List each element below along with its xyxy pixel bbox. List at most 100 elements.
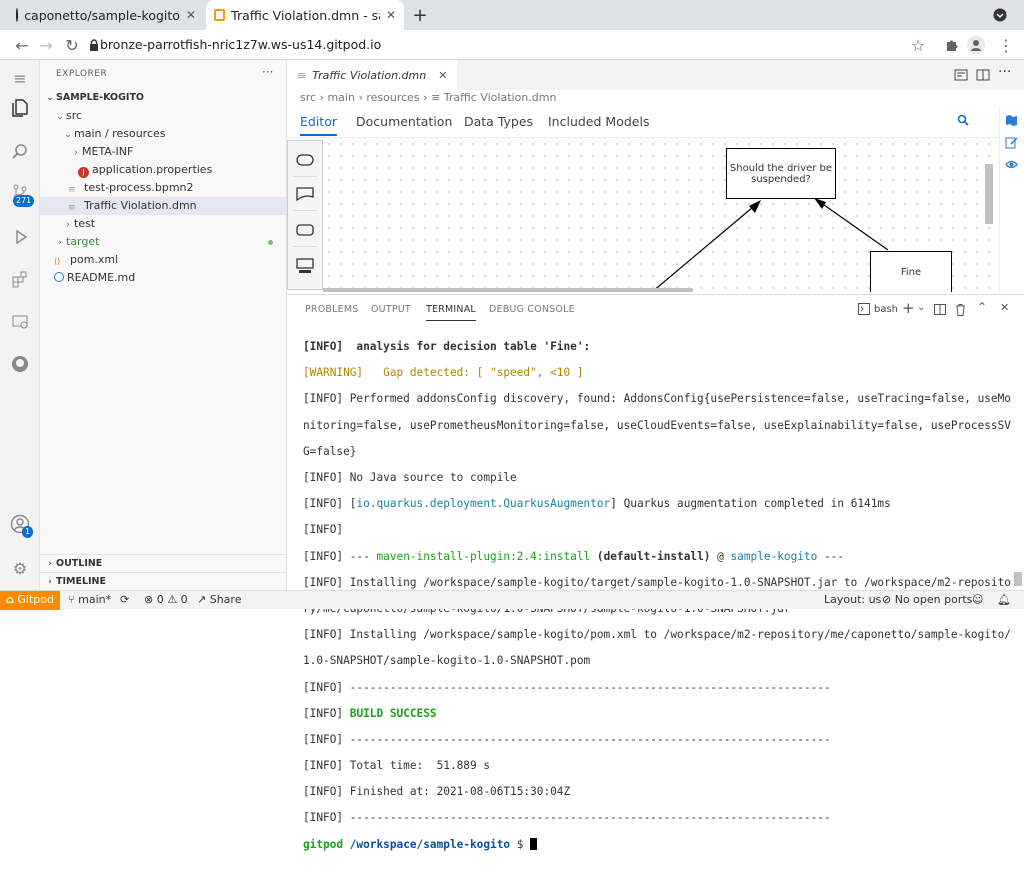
explorer-icon[interactable] — [8, 96, 32, 120]
activity-bar: ≡ 271 1 ⚙ — [0, 60, 40, 590]
explorer-more-icon[interactable]: ··· — [262, 65, 274, 79]
sync-icon[interactable]: ⟳ — [120, 593, 130, 606]
editor-tab-dmn[interactable]: ≡ Traffic Violation.dmn ✕ — [287, 60, 458, 90]
menu-icon[interactable]: ⋮ — [998, 35, 1014, 55]
dmn-canvas[interactable]: Should the driver be suspended? Fine — [323, 138, 993, 292]
tab-documentation[interactable]: Documentation — [356, 114, 453, 129]
dmn-file-icon: ≡ — [297, 68, 307, 82]
tab-search-icon[interactable] — [990, 5, 1010, 25]
reload-icon[interactable]: ↻ — [65, 35, 79, 55]
tab-terminal[interactable]: TERMINAL — [426, 304, 476, 321]
palette-input-icon[interactable] — [293, 213, 317, 247]
edit-properties-icon[interactable] — [1005, 136, 1018, 152]
profile-icon[interactable] — [966, 35, 986, 55]
notifications-icon[interactable]: 🔔︎ — [997, 593, 1011, 606]
file-icon: ≡ — [68, 185, 76, 195]
terminal-line: [WARNING] Gap detected: [ "speed", <10 ] — [303, 366, 584, 380]
extensions-icon[interactable] — [942, 35, 962, 55]
trash-icon[interactable] — [955, 304, 966, 319]
tab-debug-console[interactable]: DEBUG CONSOLE — [489, 304, 575, 315]
new-tab-button[interactable]: + — [412, 4, 428, 26]
tab-editor[interactable]: Editor — [300, 114, 337, 136]
browser-tab-dmn[interactable]: Traffic Violation.dmn - sam ✕ — [206, 0, 404, 30]
search-icon[interactable] — [8, 140, 32, 164]
github-view-icon[interactable] — [8, 352, 32, 376]
palette-decision-icon[interactable] — [293, 143, 317, 177]
breadcrumb-item[interactable]: resources — [366, 91, 420, 104]
tree-label: target — [66, 235, 100, 248]
keyboard-layout[interactable]: Layout: us — [824, 593, 882, 606]
new-terminal-icon[interactable]: + — [902, 299, 915, 317]
open-preview-icon[interactable] — [954, 68, 968, 85]
canvas-h-scrollbar[interactable] — [323, 288, 693, 292]
tree-item-src[interactable]: ⌄src — [40, 107, 287, 125]
no-ports-icon: ⊘ — [882, 593, 892, 606]
editor-tab-bar: ≡ Traffic Violation.dmn ✕ ··· — [287, 60, 1024, 90]
tree-root[interactable]: ⌄SAMPLE-KOGITO — [40, 89, 287, 107]
more-actions-icon[interactable]: ··· — [998, 64, 1012, 80]
terminal-line: G=false} — [303, 444, 357, 458]
close-icon[interactable]: ✕ — [1000, 301, 1010, 314]
ports-indicator[interactable]: ⊘ No open ports — [882, 591, 972, 609]
eye-icon[interactable] — [1005, 158, 1018, 174]
tab-included-models[interactable]: Included Models — [548, 114, 650, 129]
tree-item-dmn[interactable]: ≡Traffic Violation.dmn — [40, 197, 287, 215]
tree-item-readme[interactable]: README.md — [40, 269, 287, 287]
search-icon[interactable] — [957, 114, 969, 129]
decision-node-suspension[interactable]: Should the driver be suspended? — [726, 148, 836, 199]
breadcrumb-item[interactable]: main — [327, 91, 355, 104]
outline-section[interactable]: ›OUTLINE — [40, 554, 287, 572]
tree-item-test[interactable]: ›test — [40, 215, 287, 233]
tab-problems[interactable]: PROBLEMS — [305, 304, 359, 315]
tree-item-pom[interactable]: ⟨⟩pom.xml — [40, 251, 287, 269]
settings-gear-icon[interactable]: ⚙ — [12, 558, 28, 578]
maximize-panel-icon[interactable]: ⌃ — [977, 300, 988, 314]
problems-indicator[interactable]: ⊗ 0 ⚠ 0 — [144, 591, 188, 609]
forward-icon[interactable]: → — [39, 35, 53, 55]
tab-output[interactable]: OUTPUT — [371, 304, 411, 315]
tree-item-target[interactable]: ›target — [40, 233, 287, 251]
timeline-section[interactable]: ›TIMELINE — [40, 572, 287, 590]
terminal-line: [INFO] — [303, 523, 344, 537]
star-icon[interactable]: ☆ — [910, 35, 926, 55]
map-icon[interactable] — [1005, 114, 1018, 130]
tab-data-types[interactable]: Data Types — [464, 114, 534, 129]
terminal-prompt[interactable]: gitpod /workspace/sample-kogito $ — [303, 837, 1003, 851]
tree-item-meta-inf[interactable]: ›META-INF — [40, 143, 287, 161]
split-terminal-icon[interactable] — [934, 304, 946, 318]
address-bar[interactable]: bronze-parrotfish-nric1z7w.ws-us14.gitpo… — [100, 37, 382, 52]
feedback-icon[interactable]: ☺ — [972, 593, 984, 606]
branch-indicator[interactable]: ⑂ main* — [68, 591, 111, 609]
palette-knowledge-icon[interactable] — [293, 177, 317, 211]
hamburger-icon[interactable]: ≡ — [13, 68, 27, 88]
split-editor-icon[interactable] — [976, 68, 990, 85]
gitpod-icon: ⌂ — [6, 593, 14, 606]
terminal-selector[interactable]: bash — [858, 303, 898, 315]
editor-tab-title: Traffic Violation.dmn — [312, 68, 427, 82]
info-icon — [54, 272, 64, 282]
browser-tab-github[interactable]: caponetto/sample-kogito ✕ — [8, 0, 204, 30]
remote-explorer-icon[interactable] — [8, 310, 32, 334]
run-debug-icon[interactable] — [8, 225, 32, 249]
terminal-line: [INFO] Installing /workspace/sample-kogi… — [303, 628, 1011, 642]
decision-node-fine[interactable]: Fine — [870, 251, 952, 292]
close-icon[interactable]: ✕ — [185, 8, 196, 22]
terminal-line: [INFO] [io.quarkus.deployment.QuarkusAug… — [303, 497, 891, 511]
terminal-scrollbar[interactable] — [1014, 572, 1022, 586]
gitpod-button[interactable]: ⌂ Gitpod — [0, 591, 60, 610]
breadcrumb-item[interactable]: Traffic Violation.dmn — [443, 91, 557, 104]
back-icon[interactable]: ← — [15, 35, 29, 55]
close-icon[interactable]: ✕ — [385, 8, 396, 22]
extensions-view-icon[interactable] — [8, 267, 32, 291]
terminal-line: [INFO] Finished at: 2021-08-06T15:30:04Z — [303, 785, 571, 799]
share-button[interactable]: ↗ Share — [197, 591, 241, 609]
chevron-down-icon[interactable]: ⌄ — [917, 302, 926, 313]
close-icon[interactable]: ✕ — [438, 68, 448, 82]
palette-keyboard-icon[interactable] — [293, 249, 317, 283]
tree-item-main-resources[interactable]: ⌄main / resources — [40, 125, 287, 143]
canvas-scrollbar[interactable] — [985, 164, 993, 224]
breadcrumb-item[interactable]: src — [300, 91, 317, 104]
tree-item-bpmn[interactable]: ≡test-process.bpmn2 — [40, 179, 287, 197]
lock-icon[interactable] — [84, 35, 104, 55]
